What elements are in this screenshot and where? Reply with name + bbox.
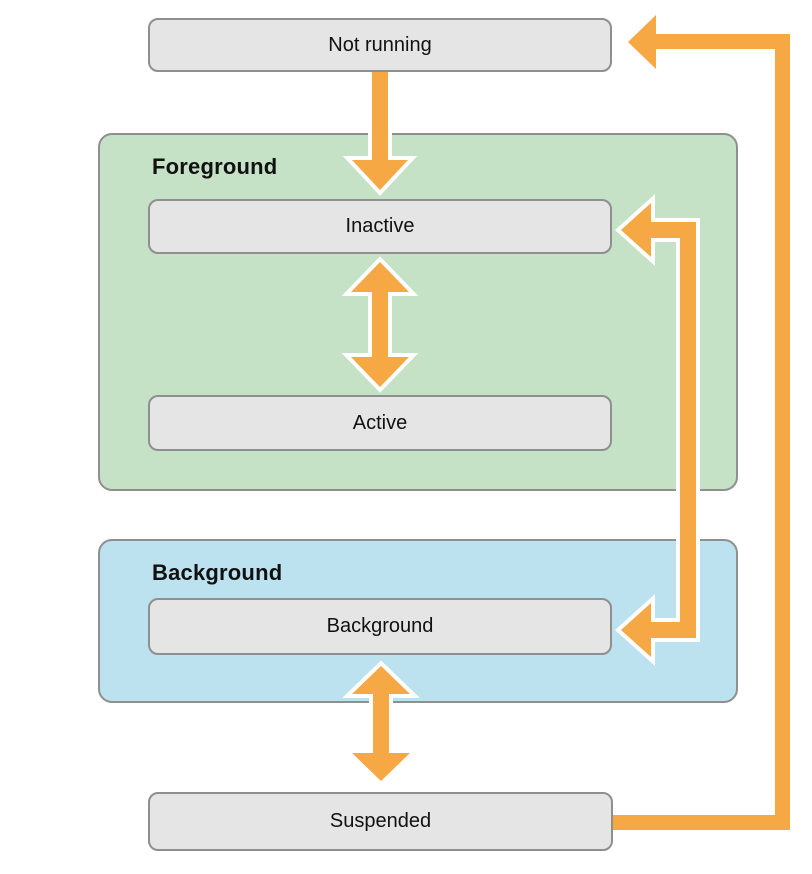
node-background: Background <box>148 598 612 655</box>
node-active: Active <box>148 395 612 451</box>
node-suspended: Suspended <box>148 792 613 851</box>
node-background-label: Background <box>326 615 434 637</box>
background-group-label: Background <box>152 560 283 585</box>
node-not-running-label: Not running <box>328 33 432 56</box>
node-inactive: Inactive <box>148 199 612 254</box>
foreground-group-label: Foreground <box>152 154 278 179</box>
node-suspended-label: Suspended <box>329 810 432 832</box>
node-active-label: Active <box>352 411 408 434</box>
node-not-running: Not running <box>148 18 612 72</box>
node-inactive-label: Inactive <box>345 215 415 237</box>
